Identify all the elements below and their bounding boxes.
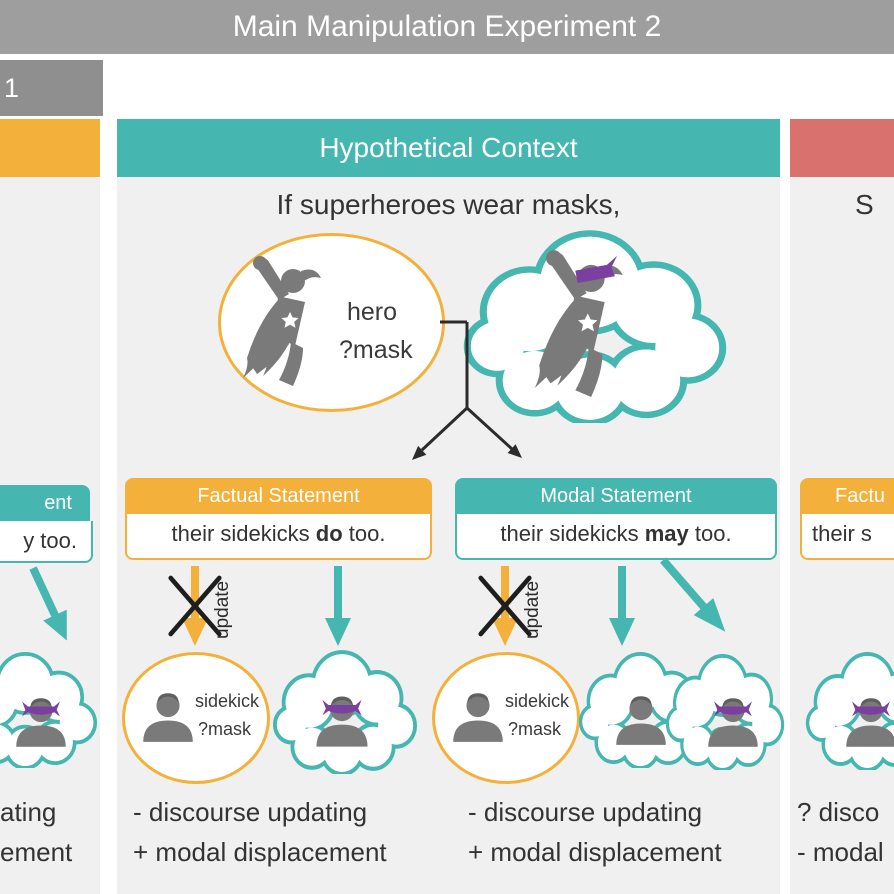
factual-caption-line1: - discourse updating xyxy=(133,797,367,828)
factual-statement-header-text: Factual Statement xyxy=(197,485,360,507)
experiment2-title-bar: Main Manipulation Experiment 2 xyxy=(0,0,894,54)
right-statement-box: their s xyxy=(800,514,894,560)
right-context-sentence: S xyxy=(855,189,874,221)
left-statement-box: y too. xyxy=(0,521,93,563)
modal-statement-header-text: Modal Statement xyxy=(540,485,692,507)
right-caption-line1-text: ? disco xyxy=(797,797,880,827)
factual-sentence-bold: do xyxy=(315,521,343,546)
left-caption-line1-text: ating xyxy=(0,797,57,827)
factual-caption-line2-text: + modal displacement xyxy=(133,837,387,867)
right-caption-line2: - modal xyxy=(797,837,884,868)
factual-sentence-pre: their sidekicks xyxy=(171,521,316,546)
hero-label-line2-text: ?mask xyxy=(339,336,413,364)
panel-right-context: S Factu their s ? disco - modal xyxy=(790,119,894,894)
hypothetical-context-header: Hypothetical Context xyxy=(117,119,780,177)
factual-sidekick-label2-text: ?mask xyxy=(198,719,252,739)
sidekick-icon xyxy=(445,689,511,742)
modal-sidekick-label-line2: ?mask xyxy=(508,719,561,740)
modal-update-label: update xyxy=(522,574,544,646)
factual-caption-line1-text: - discourse updating xyxy=(133,797,368,827)
hypothetical-context-title: Hypothetical Context xyxy=(319,132,578,163)
factual-sidekick-label-line2: ?mask xyxy=(198,719,251,740)
factual-masked-sidekick-icon xyxy=(308,692,376,747)
modal-caption-line2: + modal displacement xyxy=(468,837,722,868)
modal-update-label-text: update xyxy=(522,580,543,640)
factual-statement-header: Factual Statement xyxy=(125,478,432,514)
right-context-sentence-text: S xyxy=(855,189,874,220)
factual-sidekick-label-line1: sidekick xyxy=(195,691,259,712)
modal-masked-sidekick-icon xyxy=(700,694,766,747)
left-context-header xyxy=(0,119,100,177)
modal-caption-line2-text: + modal displacement xyxy=(468,837,722,867)
modal-sidekick-label1-text: sidekick xyxy=(505,691,570,711)
right-statement-text: their s xyxy=(812,521,872,546)
hero-label-line1: hero xyxy=(347,298,397,327)
factual-sentence-post: too. xyxy=(342,521,386,546)
context-sentence: If superheroes wear masks, xyxy=(117,189,780,221)
left-caption-line2-text: ement xyxy=(0,837,73,867)
factual-update-label-text: update xyxy=(212,580,233,640)
modal-caption-line1-text: - discourse updating xyxy=(468,797,703,827)
modal-statement-header: Modal Statement xyxy=(455,478,777,514)
panel-experiment1: 1 ent y too. ating ement xyxy=(0,60,103,894)
modal-sidekick-label-line1: sidekick xyxy=(505,691,569,712)
modal-sentence-post: too. xyxy=(688,521,732,546)
modal-statement-box: their sidekicks may too. xyxy=(455,514,777,560)
left-caption-line1: ating xyxy=(0,797,56,828)
modal-sidekick-label2-text: ?mask xyxy=(508,719,562,739)
factual-sidekick-ellipse: sidekick ?mask xyxy=(122,652,270,784)
experiment1-tab: 1 xyxy=(0,60,103,116)
hero-common-ground-ellipse: hero ?mask xyxy=(218,233,445,412)
factual-sidekick-label1-text: sidekick xyxy=(195,691,260,711)
left-statement-header-text: ent xyxy=(44,492,72,514)
branch-connector xyxy=(412,320,522,460)
experiment2-title: Main Manipulation Experiment 2 xyxy=(232,10,662,43)
factual-caption-line2: + modal displacement xyxy=(133,837,387,868)
experiment1-tab-label: 1 xyxy=(4,73,20,103)
hero-label-line1-text: hero xyxy=(347,298,398,326)
hero-icon xyxy=(233,254,343,394)
modal-sidekick-ellipse: sidekick ?mask xyxy=(432,652,580,784)
context-sentence-text: If superheroes wear masks, xyxy=(276,189,621,220)
factual-update-label: update xyxy=(212,574,234,646)
left-caption-line2: ement xyxy=(0,837,72,868)
right-caption-line2-text: - modal xyxy=(797,837,884,867)
sidekick-icon xyxy=(135,689,201,742)
left-statement-text: y too. xyxy=(23,528,77,553)
left-masked-sidekick-icon xyxy=(8,694,74,747)
factual-displacement-arrow-icon xyxy=(325,566,351,646)
modal-sentence-pre: their sidekicks xyxy=(500,521,645,546)
modal-displacement-arrow1-icon xyxy=(609,566,635,646)
left-statement-header: ent xyxy=(0,485,90,521)
right-context-header xyxy=(790,119,894,177)
modal-sentence-bold: may xyxy=(644,521,689,546)
right-statement-header: Factu xyxy=(800,478,894,514)
modal-caption-line1: - discourse updating xyxy=(468,797,702,828)
factual-statement-box: their sidekicks do too. xyxy=(125,514,432,560)
panel-hypothetical-context: Hypothetical Context If superheroes wear… xyxy=(117,119,780,894)
hero-label-line2: ?mask xyxy=(339,336,413,365)
right-masked-sidekick-icon xyxy=(838,694,894,747)
right-statement-header-text: Factu xyxy=(835,485,886,507)
right-caption-line1: ? disco xyxy=(797,797,879,828)
